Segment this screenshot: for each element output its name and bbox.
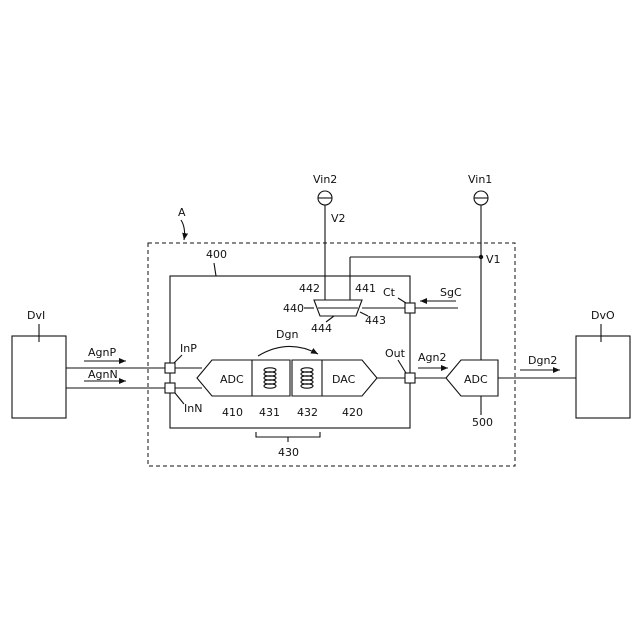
label-441: 441 [355, 282, 376, 295]
label-agnp: AgnP [88, 346, 116, 359]
label-420: 420 [342, 406, 363, 419]
device-dvi [12, 336, 66, 418]
label-443: 443 [365, 314, 386, 327]
label-440: 440 [283, 302, 304, 315]
label-agnn: AgnN [88, 368, 118, 381]
label-ct: Ct [383, 286, 396, 299]
label-inp: InP [180, 342, 197, 355]
brace-430 [256, 432, 320, 442]
label-dgn2: Dgn2 [528, 354, 557, 367]
dgn-arrow [258, 346, 318, 356]
label-444: 444 [311, 322, 332, 335]
label-442: 442 [299, 282, 320, 295]
terminal-ct [405, 303, 415, 313]
label-out-leader [398, 360, 406, 373]
label-dvo: DvO [591, 309, 615, 322]
label-inn-leader [175, 393, 184, 404]
label-vin1: Vin1 [468, 173, 492, 186]
label-431: 431 [259, 406, 280, 419]
block-400 [170, 276, 410, 428]
label-430: 430 [278, 446, 299, 459]
label-400-leader [214, 263, 216, 276]
label-a-leader [181, 220, 185, 240]
label-adc-410: ADC [220, 373, 244, 386]
label-inn: InN [184, 402, 202, 415]
label-432: 432 [297, 406, 318, 419]
device-dvo [576, 336, 630, 418]
label-agn2: Agn2 [418, 351, 446, 364]
label-dvi: DvI [27, 309, 45, 322]
label-adc-500: ADC [464, 373, 488, 386]
label-400: 400 [206, 248, 227, 261]
terminal-inp [165, 363, 175, 373]
terminal-inn [165, 383, 175, 393]
terminal-out [405, 373, 415, 383]
label-a: A [178, 206, 186, 219]
label-ct-leader [398, 298, 406, 303]
label-vin2: Vin2 [313, 173, 337, 186]
label-v1: V1 [486, 253, 501, 266]
label-500: 500 [472, 416, 493, 429]
label-out: Out [385, 347, 406, 360]
label-sgc: SgC [440, 286, 462, 299]
label-dac-420: DAC [332, 373, 356, 386]
label-inp-leader [174, 355, 182, 363]
label-v2: V2 [331, 212, 346, 225]
label-410: 410 [222, 406, 243, 419]
label-dgn: Dgn [276, 328, 298, 341]
